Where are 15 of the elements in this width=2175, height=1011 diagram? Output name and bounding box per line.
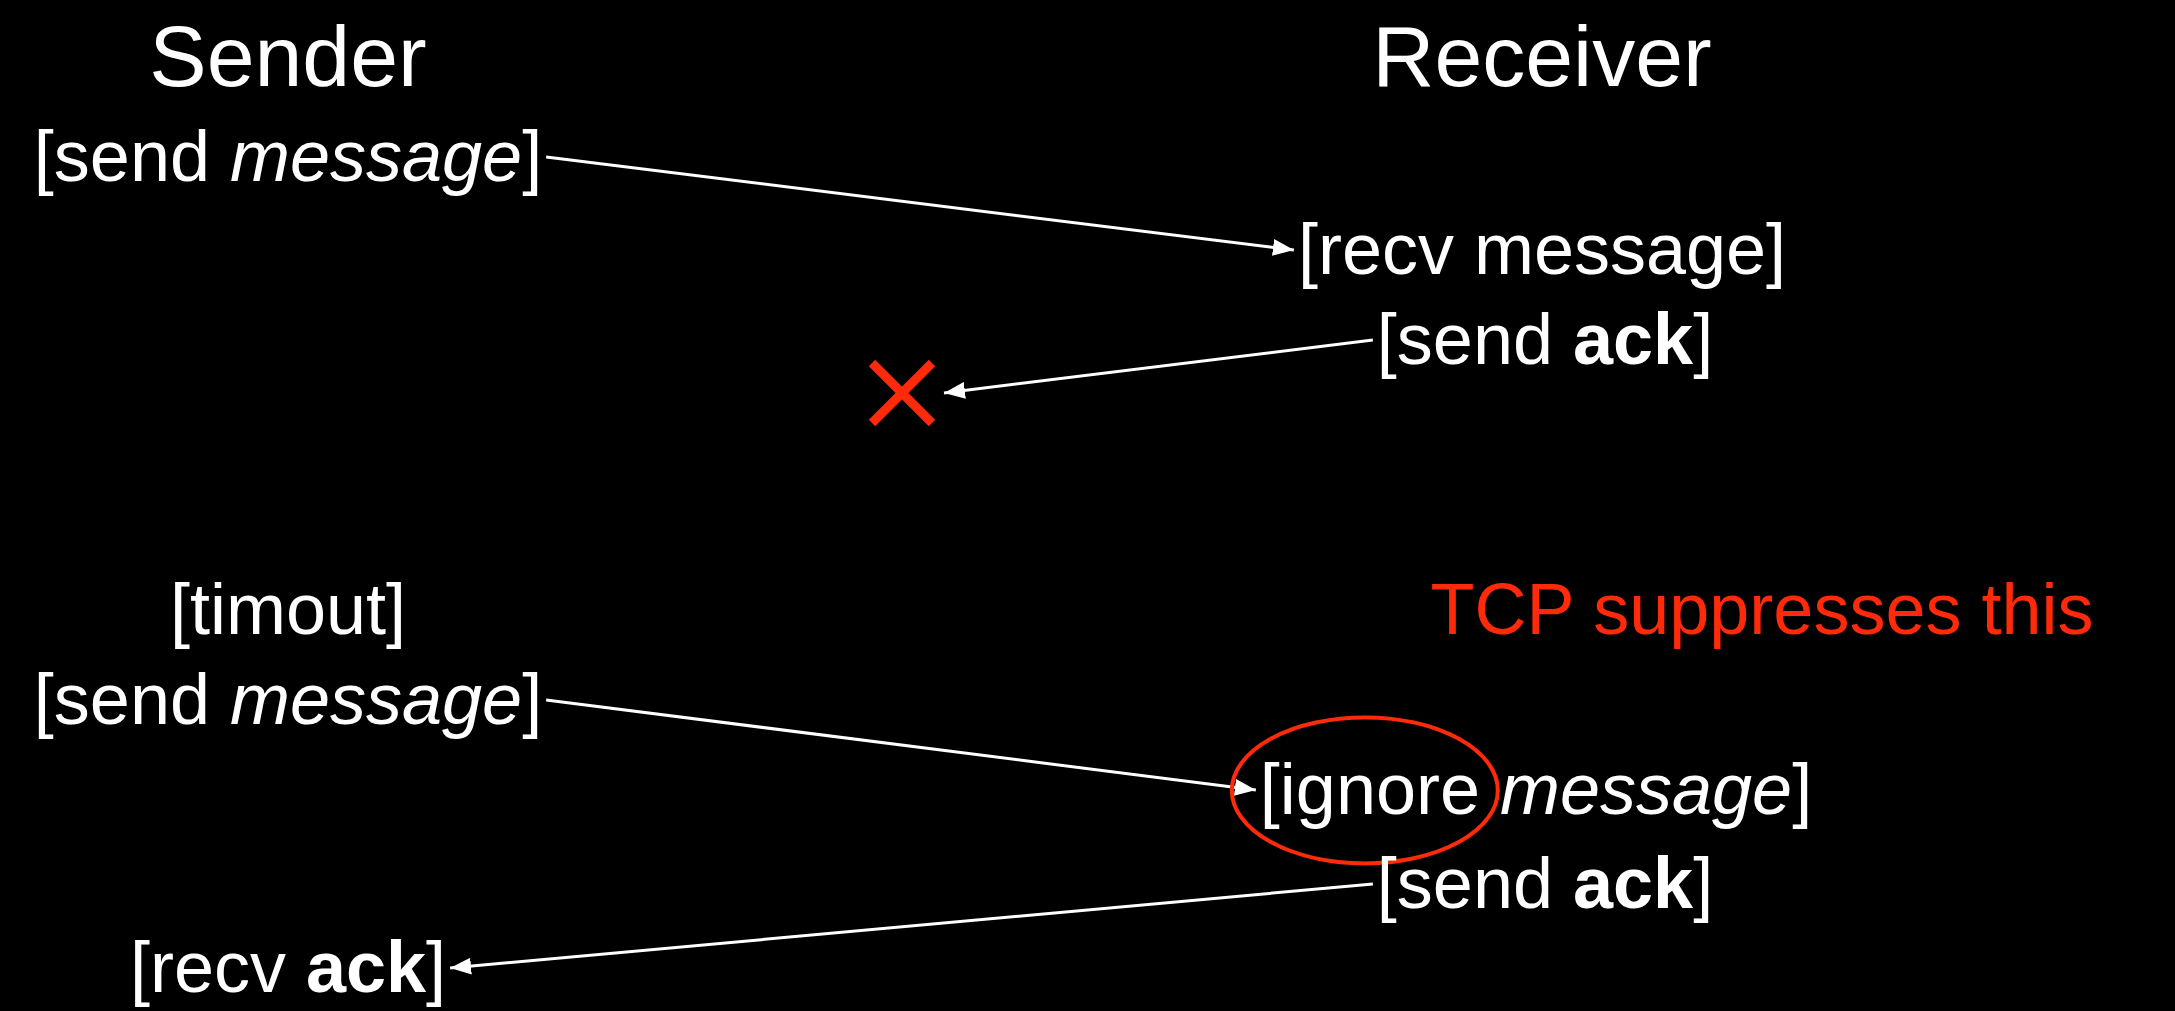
column-heading: Receiver	[1372, 8, 1712, 104]
step-text: [recv message]	[1297, 210, 1787, 290]
arrow	[449, 882, 1373, 975]
arrow	[545, 698, 1257, 796]
annotation-text: TCP suppresses this	[1430, 570, 2094, 650]
arrow	[545, 155, 1295, 256]
step-text: [send message]	[33, 660, 543, 740]
step-text: [send ack]	[1376, 844, 1714, 924]
annotation-text: [timout]	[169, 570, 407, 650]
column-heading: Sender	[149, 8, 427, 104]
step-text: [send message]	[33, 117, 543, 197]
step-text: [ignore message]	[1259, 750, 1813, 830]
arrow	[943, 338, 1374, 399]
step-text: [recv ack]	[129, 928, 447, 1008]
step-text: [send ack]	[1376, 300, 1714, 380]
